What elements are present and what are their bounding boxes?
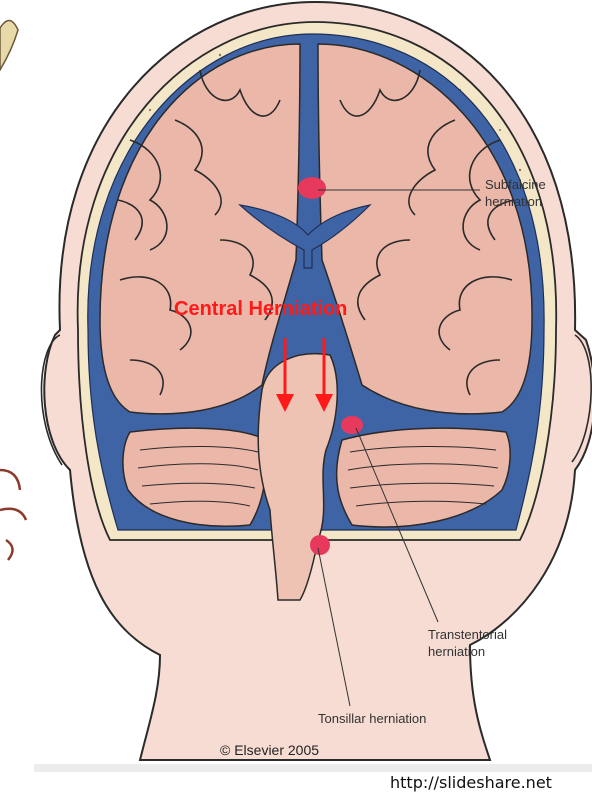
tonsillar-herniation-mark xyxy=(310,535,330,555)
transtentorial-label-line2: herniation xyxy=(428,643,507,660)
slide-footer-band xyxy=(34,764,592,772)
slide-remnant-left xyxy=(0,470,26,560)
slide-remnant-top-left xyxy=(0,20,18,70)
subfalcine-herniation-mark xyxy=(298,177,326,199)
tonsillar-herniation-label: Tonsillar herniation xyxy=(318,711,426,726)
transtentorial-herniation-label: Transtentorial herniation xyxy=(428,626,507,660)
copyright-credit: © Elsevier 2005 xyxy=(220,742,319,758)
subfalcine-label-line2: herniation xyxy=(485,193,546,210)
source-url: http://slideshare.net xyxy=(390,773,552,792)
subfalcine-herniation-label: Subfalcine herniation xyxy=(485,176,546,210)
central-herniation-label: Central Herniation xyxy=(174,298,347,321)
transtentorial-herniation-mark xyxy=(341,416,363,434)
transtentorial-label-line1: Transtentorial xyxy=(428,626,507,643)
subfalcine-label-line1: Subfalcine xyxy=(485,176,546,193)
